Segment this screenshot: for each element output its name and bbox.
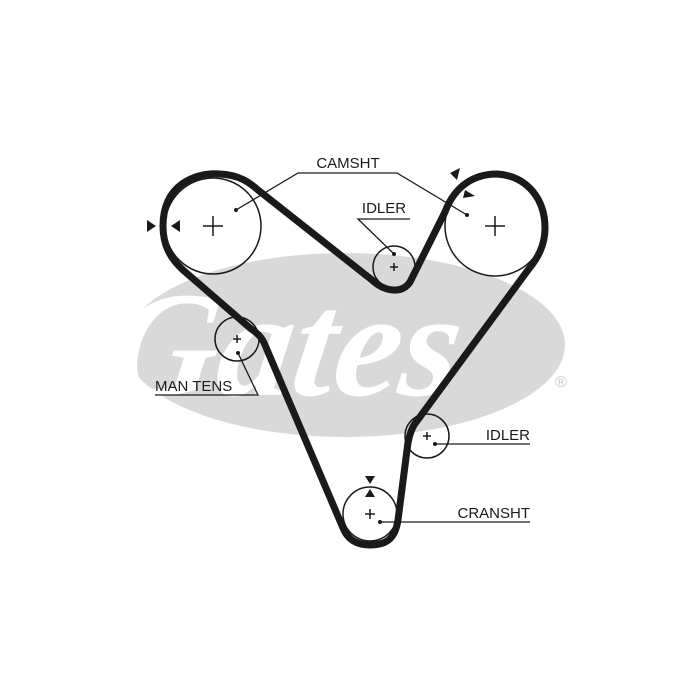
leader-dot <box>378 520 382 524</box>
upper-idler-center-icon <box>390 263 398 271</box>
man-tens-label: MAN TENS <box>155 378 232 395</box>
crank-timing-arrow-icon <box>365 476 375 484</box>
tensioner-center-icon <box>233 335 241 343</box>
lower-idler-label: IDLER <box>486 427 530 444</box>
man-tens-leader <box>155 352 260 396</box>
timing-marks <box>147 168 475 497</box>
left-cam-center-icon <box>203 216 223 236</box>
right-cam-center-icon <box>485 216 505 236</box>
leader-dot <box>236 351 240 355</box>
right-cam-timing-arrow-icon <box>463 190 475 198</box>
leader-dot <box>234 208 238 212</box>
upper-idler-label: IDLER <box>362 200 406 217</box>
leader-dot <box>465 213 469 217</box>
leader-lines <box>155 172 530 523</box>
camshaft-leader <box>235 172 468 216</box>
crankshaft-label: CRANSHT <box>457 505 530 522</box>
left-cam-timing-arrow-icon <box>171 220 180 232</box>
camshaft-label: CAMSHT <box>316 155 379 172</box>
lower-idler-center-icon <box>423 432 431 440</box>
crank-timing-arrow-icon <box>365 489 375 497</box>
right-cam-timing-arrow-icon <box>450 168 460 180</box>
lower-idler-pulley <box>404 413 450 459</box>
leader-dots <box>234 208 469 524</box>
left-cam-timing-arrow-icon <box>147 220 156 232</box>
timing-belt <box>159 170 549 549</box>
leader-dot <box>392 252 396 256</box>
leader-dot <box>433 442 437 446</box>
gates-logo: Gates ® <box>100 253 567 437</box>
registered-mark: ® <box>555 374 567 391</box>
center-marks <box>203 216 505 519</box>
crank-center-icon <box>365 509 375 519</box>
logo-ellipse <box>125 253 565 437</box>
upper-idler-leader <box>356 218 410 255</box>
